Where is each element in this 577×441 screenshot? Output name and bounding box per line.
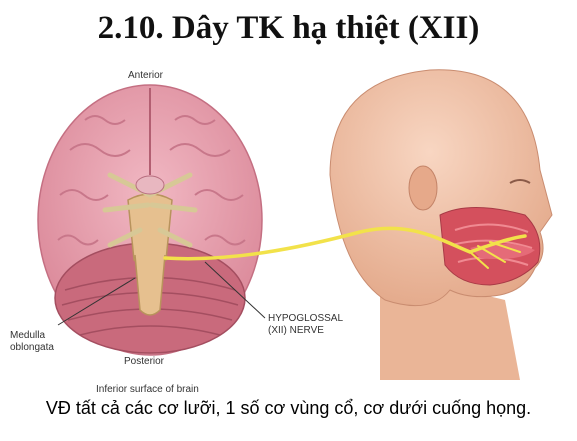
nerve-leader-line	[204, 261, 266, 319]
medulla-label-line2: oblongata	[10, 342, 54, 353]
nerve-label-line1: HYPOGLOSSAL	[268, 313, 344, 324]
slide-title: 2.10. Dây TK hạ thiệt (XII)	[97, 10, 480, 46]
posterior-label: Posterior	[124, 356, 165, 367]
figure-subtitle: Inferior surface of brain	[96, 384, 199, 395]
nerve-label-line2: (XII) NERVE	[268, 325, 324, 336]
head-profile	[329, 69, 553, 380]
slide-caption: VĐ tất cả các cơ lưỡi, 1 số cơ vùng cổ, …	[45, 398, 532, 418]
hypoglossal-nerve-path	[163, 226, 527, 261]
brain-inferior-view	[37, 84, 263, 356]
anterior-label: Anterior	[128, 70, 164, 81]
medulla-leader-line	[57, 277, 136, 326]
medulla-label-line1: Medulla	[10, 330, 46, 341]
